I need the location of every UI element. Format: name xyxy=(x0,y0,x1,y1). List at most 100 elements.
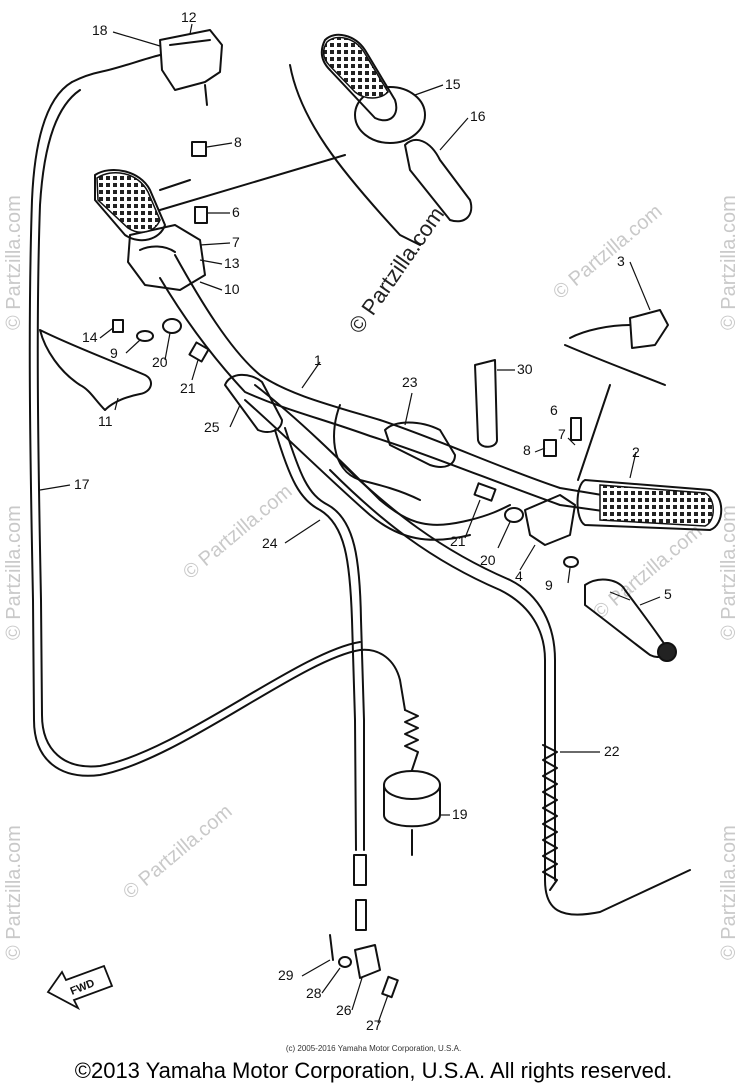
leader-line xyxy=(534,447,546,453)
left-grip xyxy=(96,171,161,233)
part-label: 23 xyxy=(402,374,418,390)
part-label: 13 xyxy=(224,255,240,271)
watermark-text: © Partzilla.com xyxy=(3,195,25,330)
switch-box xyxy=(383,784,441,828)
leader-line xyxy=(39,484,71,491)
watermark-text: © Partzilla.com xyxy=(3,825,25,960)
watermark-text: © Partzilla.com xyxy=(119,800,236,903)
adjuster xyxy=(473,482,497,502)
handlebar xyxy=(174,254,621,499)
copyright-small: (c) 2005-2016 Yamaha Motor Corporation, … xyxy=(285,1044,462,1053)
part-label: 6 xyxy=(232,204,240,220)
callout-frame xyxy=(289,64,421,246)
grip-flange xyxy=(354,86,426,144)
part-label: 5 xyxy=(664,586,672,602)
strap xyxy=(474,359,498,448)
leader-line xyxy=(125,339,141,354)
leader-line xyxy=(439,117,469,151)
leader-line xyxy=(301,959,331,977)
part-label: 30 xyxy=(517,361,533,377)
leader-line xyxy=(199,242,231,246)
part-label: 14 xyxy=(82,329,98,345)
leader-line xyxy=(191,359,199,381)
part-label: 16 xyxy=(470,108,486,124)
part-label: 1 xyxy=(314,352,322,368)
spring xyxy=(542,744,558,891)
leader-line xyxy=(464,499,481,539)
part-label: 8 xyxy=(234,134,242,150)
inset-grip xyxy=(320,33,398,122)
part-label: 21 xyxy=(450,533,466,549)
watermark-text: © Partzilla.com xyxy=(3,505,25,640)
part-label: 10 xyxy=(224,281,240,297)
leader-line xyxy=(404,392,413,426)
part-label: 20 xyxy=(152,354,168,370)
throttle-tube xyxy=(404,139,473,223)
pad xyxy=(384,421,456,468)
watermark-text: © Partzilla.com xyxy=(179,480,296,583)
throttle-housing xyxy=(169,39,211,46)
leader-line xyxy=(199,281,223,291)
bolt xyxy=(191,141,207,157)
right-grip-outline xyxy=(576,479,723,531)
leader-line xyxy=(377,994,389,1024)
part-label: 9 xyxy=(545,577,553,593)
part-label: 21 xyxy=(180,380,196,396)
leader-line xyxy=(301,361,321,389)
leader-line xyxy=(206,142,233,148)
leader-line xyxy=(567,567,571,584)
right-grip-texture xyxy=(599,484,714,527)
callout-line xyxy=(159,154,346,211)
kill-switch-callout xyxy=(564,344,666,386)
part-label: 2 xyxy=(632,444,640,460)
lever-knob xyxy=(657,642,677,662)
bolt xyxy=(194,206,208,224)
part-label: 24 xyxy=(262,535,278,551)
collar xyxy=(162,318,182,334)
part-labels: 1 2 3 4 5 6 6 7 7 8 8 9 9 10 11 12 13 14… xyxy=(74,9,672,1033)
part-label: 6 xyxy=(550,402,558,418)
part-label: 18 xyxy=(92,22,108,38)
part-label: 27 xyxy=(366,1017,382,1033)
watermark-main: © Partzilla.com xyxy=(344,202,450,338)
clutch-cable xyxy=(274,429,357,851)
copyright-main: ©2013 Yamaha Motor Corporation, U.S.A. A… xyxy=(74,1058,673,1083)
leader-line xyxy=(284,519,321,544)
part-label: 17 xyxy=(74,476,90,492)
callout-line xyxy=(577,384,611,481)
leader-line xyxy=(639,596,661,606)
switch-wire xyxy=(569,324,631,339)
bolt xyxy=(112,319,124,333)
throttle-cable-end xyxy=(71,54,161,83)
left-grip-outline xyxy=(94,169,166,242)
left-lever xyxy=(39,329,152,411)
switch-housing xyxy=(127,224,206,291)
part-label: 15 xyxy=(445,76,461,92)
leader-line xyxy=(414,84,444,96)
handlebar xyxy=(159,277,611,513)
watermark-text: © Partzilla.com xyxy=(718,195,740,330)
part-label: 7 xyxy=(232,234,240,250)
leader-line xyxy=(114,397,119,411)
handlebar-crossbar xyxy=(244,399,471,541)
callout-line xyxy=(159,179,191,191)
part-label: 28 xyxy=(306,985,322,1001)
fwd-arrow: FWD xyxy=(46,964,114,1011)
part-label: 8 xyxy=(523,442,531,458)
leader-line xyxy=(351,977,363,1011)
leader-line xyxy=(519,544,536,571)
leader-line xyxy=(199,259,223,265)
part-label: 29 xyxy=(278,967,294,983)
watermark-text: © Partzilla.com xyxy=(549,200,666,303)
watermark-text: © Partzilla.com xyxy=(589,520,706,623)
lever-bracket xyxy=(524,494,576,546)
washer xyxy=(136,330,154,342)
leader-line xyxy=(229,404,241,428)
brake-cable xyxy=(329,469,691,916)
bolt xyxy=(543,439,557,457)
bolt xyxy=(381,975,399,999)
brake-cable xyxy=(339,461,556,881)
part-label: 3 xyxy=(617,253,625,269)
leader-line xyxy=(164,332,171,361)
